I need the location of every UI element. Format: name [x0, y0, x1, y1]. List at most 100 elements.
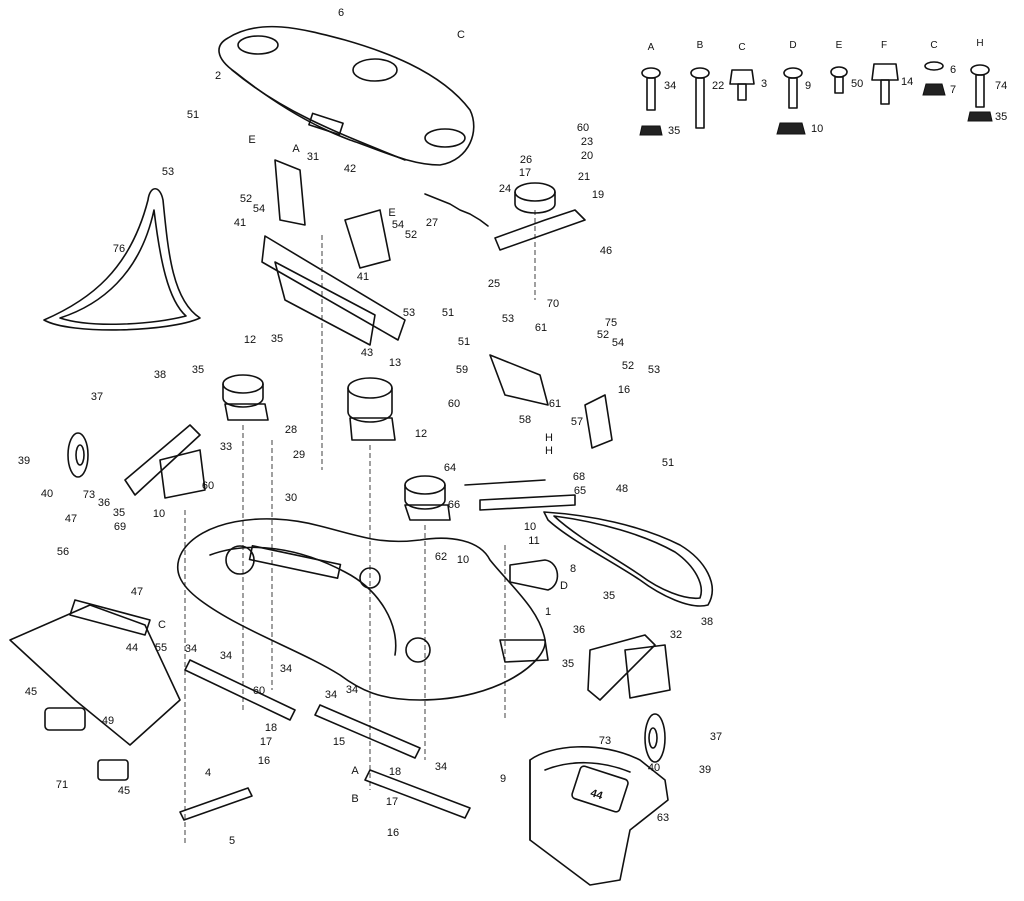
- key-letter-f: F: [881, 40, 887, 51]
- callout-label: 10: [457, 554, 469, 566]
- callout-label: 45: [25, 686, 37, 698]
- key-letter-c: C: [738, 42, 745, 53]
- key-letter-e: E: [836, 40, 843, 51]
- key-part-c: 3: [761, 78, 767, 90]
- callout-label: 64: [444, 462, 456, 474]
- callout-label: A: [292, 143, 300, 155]
- callout-label: 60: [577, 122, 589, 134]
- callout-label: 6: [338, 7, 344, 19]
- nut-10: [776, 122, 806, 135]
- key-letter-g: C: [930, 40, 937, 51]
- belt-76: [43, 187, 201, 331]
- callout-label: 38: [154, 369, 166, 381]
- callout-label: 34: [325, 689, 337, 701]
- bolt-f: [871, 63, 899, 105]
- callout-label: 40: [648, 762, 660, 774]
- callout-label: 35: [603, 590, 615, 602]
- callout-label: 48: [616, 483, 628, 495]
- callout-label: 53: [648, 364, 660, 376]
- callout-label: 16: [618, 384, 630, 396]
- callout-label: C: [457, 29, 465, 41]
- callout-label: 34: [185, 643, 197, 655]
- alignment-lines: [184, 210, 536, 845]
- callout-label: 34: [220, 650, 232, 662]
- key-part-h: 74: [995, 80, 1007, 92]
- callout-label: 52: [597, 329, 609, 341]
- key-part-b: 22: [712, 80, 724, 92]
- gauge-wheel-40-left: [67, 432, 89, 478]
- callout-label: 31: [307, 151, 319, 163]
- callout-label: 65: [574, 485, 586, 497]
- pulley-12-left: [222, 374, 269, 421]
- nut-35-a: [639, 125, 663, 136]
- callout-label: 61: [549, 398, 561, 410]
- callout-label: 35: [113, 507, 125, 519]
- bracket-41-left: [274, 159, 306, 226]
- bracket-41-right: [344, 209, 391, 269]
- callout-label: H: [545, 445, 553, 457]
- callout-label: 18: [265, 722, 277, 734]
- deck-size-stamp: 44: [589, 787, 605, 802]
- callout-label: 8: [570, 563, 576, 575]
- callout-label: 66: [448, 499, 460, 511]
- callout-label: 71: [56, 779, 68, 791]
- callout-label: 12: [415, 428, 427, 440]
- arm-36-left: [124, 424, 201, 496]
- callout-label: 60: [253, 685, 265, 697]
- bolt-h: [970, 64, 990, 108]
- callout-label: 21: [578, 171, 590, 183]
- callout-label: 18: [389, 766, 401, 778]
- callout-label: 59: [456, 364, 468, 376]
- blade-4: [179, 787, 253, 821]
- belt-48: [543, 511, 713, 607]
- callout-label: 60: [202, 480, 214, 492]
- callout-label: 54: [253, 203, 265, 215]
- callout-label: 75: [605, 317, 617, 329]
- callout-label: 19: [592, 189, 604, 201]
- callout-label: 35: [192, 364, 204, 376]
- bolt-e: [830, 66, 848, 94]
- callout-label: 36: [573, 624, 585, 636]
- callout-label: 34: [280, 663, 292, 675]
- callout-label: 11: [528, 535, 539, 547]
- callout-label: 51: [442, 307, 454, 319]
- callout-label: 34: [435, 761, 447, 773]
- callout-label: 60: [448, 398, 460, 410]
- key-part-a: 34: [664, 80, 676, 92]
- callout-label: 73: [599, 735, 611, 747]
- callout-label: 10: [524, 521, 536, 533]
- callout-label: 25: [488, 278, 500, 290]
- key-letter-a: A: [648, 42, 655, 53]
- callout-label: 61: [535, 322, 547, 334]
- callout-label: 4: [205, 767, 211, 779]
- callout-label: 68: [573, 471, 585, 483]
- key-part-35b: 35: [995, 111, 1007, 123]
- blade-15-right: [364, 769, 471, 819]
- callout-label: 52: [405, 229, 417, 241]
- key-part-10: 10: [811, 123, 823, 135]
- callout-label: 42: [344, 163, 356, 175]
- hardware-key: [639, 61, 993, 136]
- hardware-key-labels: A B C D E F C H 34 22 3 9 50 14 6 74 35 …: [648, 38, 1008, 137]
- rod-65: [479, 494, 576, 511]
- key-part-g: 6: [950, 64, 956, 76]
- callout-label: 58: [519, 414, 531, 426]
- callout-label: 17: [260, 736, 272, 748]
- callout-label: A: [351, 765, 359, 777]
- callout-label: 29: [293, 449, 305, 461]
- callout-label: E: [388, 207, 395, 219]
- bolt-d: [783, 67, 803, 109]
- callout-label: 39: [18, 455, 30, 467]
- key-part-35a: 35: [668, 125, 680, 137]
- callout-label: 36: [98, 497, 110, 509]
- callout-label: 24: [499, 183, 511, 195]
- callout-label: 52: [240, 193, 252, 205]
- bracket-45-lower: [97, 759, 129, 781]
- callout-label: H: [545, 432, 553, 444]
- callout-label: 69: [114, 521, 126, 533]
- callout-label: 37: [710, 731, 722, 743]
- callout-label: 1: [545, 606, 551, 618]
- callout-label: 51: [458, 336, 470, 348]
- callout-label: 35: [562, 658, 574, 670]
